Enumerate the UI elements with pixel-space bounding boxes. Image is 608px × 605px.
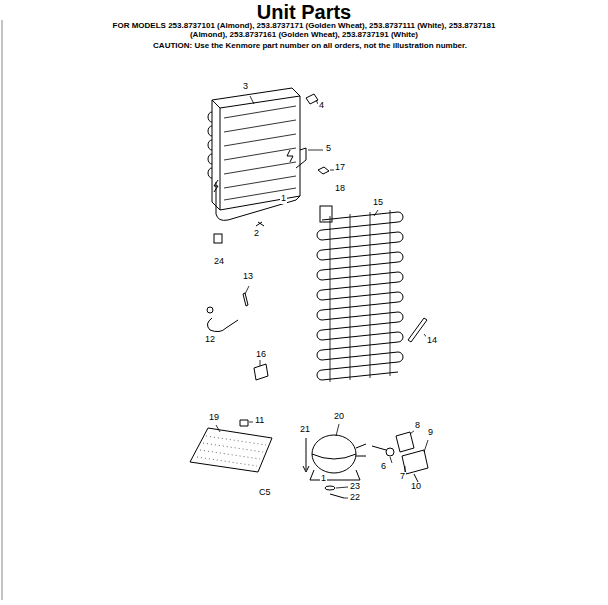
callout-number: 1 [280,194,287,204]
callout-number: 24 [213,257,225,267]
callout-number: 2 [253,229,260,239]
callout-number: 23 [349,482,361,492]
header-note: FOR MODELS 253.8737101 (Almond), 253.873… [100,22,508,40]
callout-number: 1 [320,474,327,484]
callout-number: C5 [258,488,272,498]
callout-number: 16 [255,350,267,360]
callout-number: 11 [254,416,265,426]
callout-number: 21 [299,425,311,435]
header-note: CAUTION: Use the Kenmore part number on … [100,42,520,51]
callout-number: 17 [334,163,346,173]
callout-number: 12 [204,335,216,345]
callout-number: 8 [414,421,421,431]
callout-number: 3 [242,82,249,92]
callout-number: 10 [410,482,422,492]
callout-number: 18 [334,184,346,194]
callout-number: 4 [318,101,325,111]
callout-number: 13 [242,272,254,282]
callout-number: 6 [380,462,387,472]
callout-number: 19 [208,413,220,423]
callout-number: 22 [349,493,361,503]
callout-number: 5 [325,144,332,154]
page-title: Unit Parts [0,1,608,23]
callout-number: 14 [426,336,438,346]
callout-number: 15 [372,198,384,208]
callout-number: 7 [399,472,406,482]
callout-number: 20 [333,412,345,422]
callout-number: 9 [427,428,434,438]
